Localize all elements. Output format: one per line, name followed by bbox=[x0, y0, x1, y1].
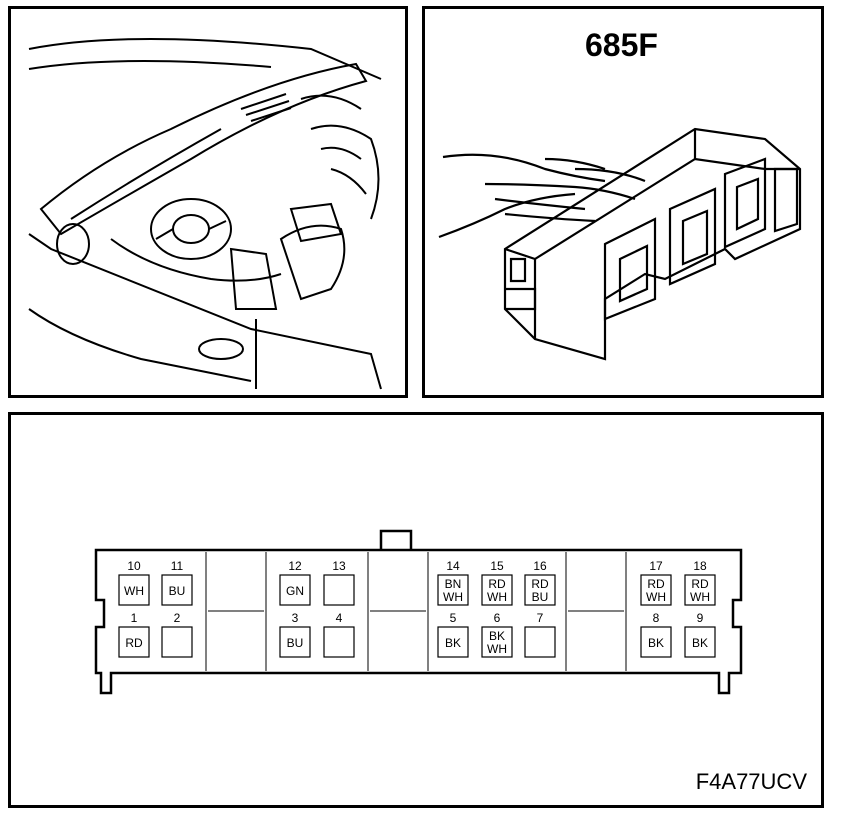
pin-number: 3 bbox=[292, 611, 299, 625]
wire-color-label: BK bbox=[648, 636, 664, 650]
pin-cavity bbox=[161, 574, 193, 606]
pin-number: 8 bbox=[653, 611, 660, 625]
pin-cavity bbox=[323, 626, 355, 658]
pin-cavity bbox=[684, 626, 716, 658]
car-interior-illustration bbox=[28, 38, 382, 390]
wire-color-label: BK bbox=[489, 629, 505, 643]
wire-color-label: GN bbox=[286, 584, 304, 598]
pin-cavity bbox=[524, 626, 556, 658]
connector-title: 685F bbox=[585, 27, 658, 63]
vehicle-location-view bbox=[8, 6, 408, 398]
pin-cavity bbox=[684, 574, 716, 606]
pin-number: 13 bbox=[332, 559, 346, 573]
pin-13: 13 bbox=[323, 559, 355, 606]
connector-outline bbox=[94, 529, 743, 695]
pin-cavity bbox=[481, 626, 513, 658]
pin-number: 2 bbox=[174, 611, 181, 625]
pin-cavity bbox=[279, 626, 311, 658]
pin-3: 3BU bbox=[279, 611, 311, 658]
pin-number: 9 bbox=[697, 611, 704, 625]
pin-2: 2 bbox=[161, 611, 193, 658]
diagram-id: F4A77UCV bbox=[695, 769, 807, 794]
pin-cavity bbox=[118, 626, 150, 658]
pin-number: 5 bbox=[450, 611, 457, 625]
pin-cavity bbox=[481, 574, 513, 606]
wire-color-label: WH bbox=[690, 590, 710, 604]
connector-view: 685F bbox=[422, 6, 824, 398]
pin-cavity bbox=[437, 574, 469, 606]
wire-color-label: RD bbox=[647, 577, 665, 591]
wire-color-label: WH bbox=[124, 584, 144, 598]
wire-color-label: BU bbox=[532, 590, 549, 604]
wire-color-label: WH bbox=[487, 642, 507, 656]
pin-number: 15 bbox=[490, 559, 504, 573]
wire-color-label: BK bbox=[445, 636, 461, 650]
pin-7: 7 bbox=[524, 611, 556, 658]
pin-cavity bbox=[640, 626, 672, 658]
pin-number: 14 bbox=[446, 559, 460, 573]
pin-number: 12 bbox=[288, 559, 302, 573]
wire-color-label: WH bbox=[443, 590, 463, 604]
pin-cavity bbox=[118, 574, 150, 606]
pin-cavity bbox=[524, 574, 556, 606]
pin-number: 4 bbox=[336, 611, 343, 625]
wire-color-label: WH bbox=[487, 590, 507, 604]
wire-color-label: BU bbox=[169, 584, 186, 598]
wire-color-label: RD bbox=[125, 636, 143, 650]
wire-color-label: RD bbox=[691, 577, 709, 591]
pin-cavity bbox=[323, 574, 355, 606]
pin-number: 6 bbox=[494, 611, 501, 625]
wire-color-label: RD bbox=[531, 577, 549, 591]
pin-cavity bbox=[437, 626, 469, 658]
pin-number: 10 bbox=[127, 559, 141, 573]
connector-illustration bbox=[438, 127, 802, 361]
pin-5: 5BK bbox=[437, 611, 469, 658]
pin-number: 1 bbox=[131, 611, 138, 625]
pin-cavity bbox=[279, 574, 311, 606]
pin-9: 9BK bbox=[684, 611, 716, 658]
pin-number: 11 bbox=[171, 559, 184, 573]
wire-color-label: WH bbox=[646, 590, 666, 604]
wire-color-label: BK bbox=[692, 636, 708, 650]
pin-number: 17 bbox=[649, 559, 663, 573]
wire-color-label: BU bbox=[287, 636, 304, 650]
pin-number: 18 bbox=[693, 559, 707, 573]
wire-color-label: BN bbox=[445, 577, 462, 591]
pin-number: 16 bbox=[533, 559, 547, 573]
pin-8: 8BK bbox=[640, 611, 672, 658]
connector-dividers bbox=[205, 552, 627, 671]
pin-4: 4 bbox=[323, 611, 355, 658]
wire-color-label: RD bbox=[488, 577, 506, 591]
pin-number: 7 bbox=[537, 611, 544, 625]
pin-cavity bbox=[640, 574, 672, 606]
pin-1: 1RD bbox=[118, 611, 150, 658]
pin-cavity bbox=[161, 626, 193, 658]
